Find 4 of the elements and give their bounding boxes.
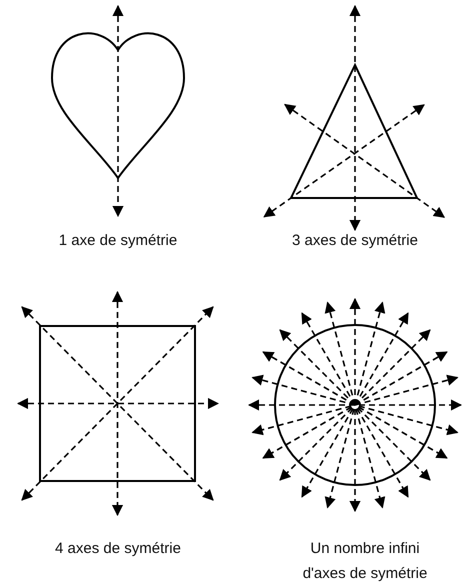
caption: 3 axes de symétrie	[291, 231, 419, 251]
caption: 1 axe de symétrie	[58, 231, 178, 251]
caption: 4 axes de symétrie	[54, 539, 182, 559]
caption: Un nombre infini d'axes de symétrie	[302, 539, 428, 584]
